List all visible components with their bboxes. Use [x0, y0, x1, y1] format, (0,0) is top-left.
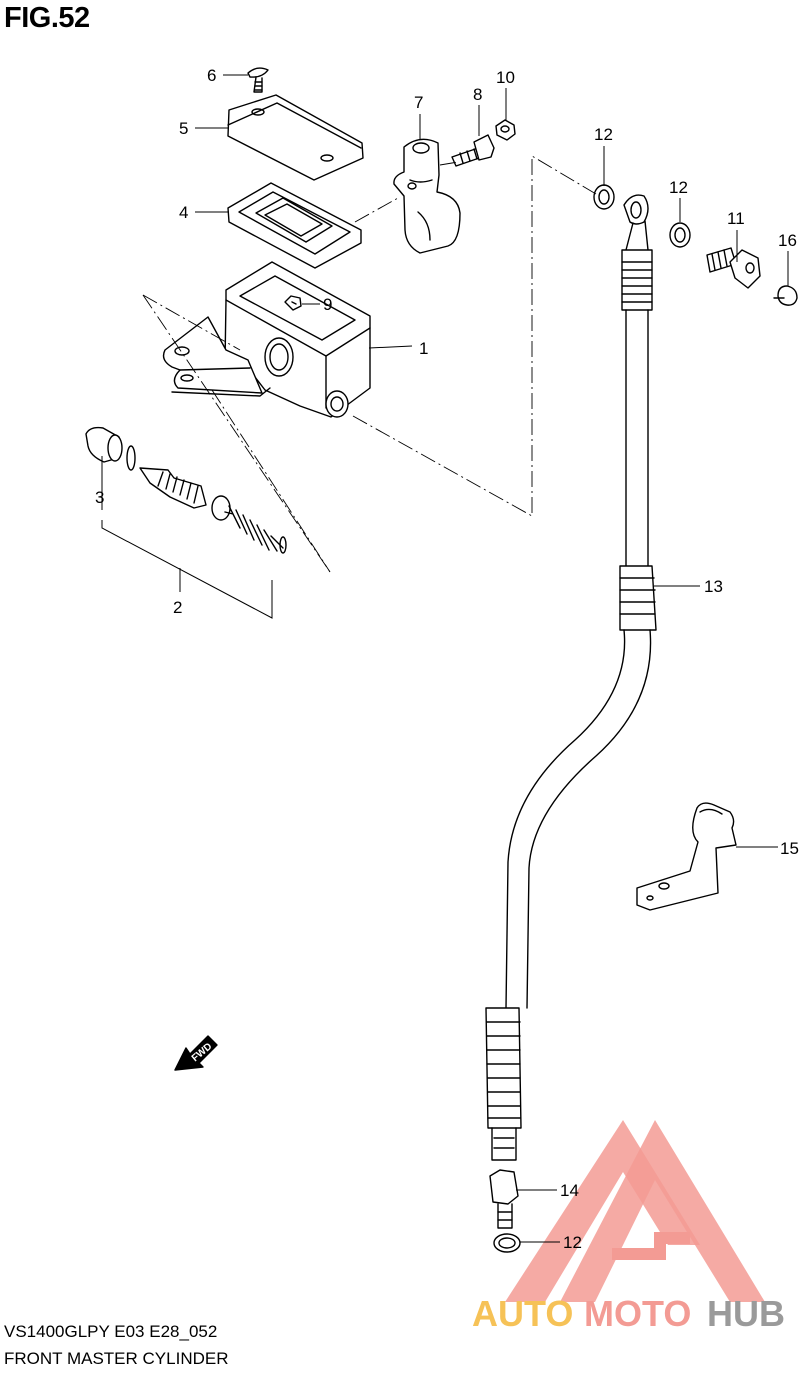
part-number-12-lower: 12 — [563, 1233, 582, 1252]
washer-part-12-right-inner — [674, 227, 686, 243]
assembly-line-e — [354, 197, 399, 223]
watermark-text-hub: HUB — [707, 1293, 785, 1334]
washer-part-12-lower-inner — [498, 1237, 516, 1249]
part-number-8: 8 — [473, 85, 482, 104]
part-number-1: 1 — [419, 339, 428, 358]
part-number-9: 9 — [323, 295, 332, 314]
part-number-5: 5 — [179, 119, 188, 138]
watermark-logo — [505, 1120, 765, 1302]
assembly-line-f — [439, 161, 459, 166]
part-number-12-upper: 12 — [594, 125, 613, 144]
banjo-bolt-part-11 — [706, 247, 761, 289]
assembly-line-a — [142, 294, 331, 573]
section-name: FRONT MASTER CYLINDER — [4, 1349, 229, 1368]
part-number-14: 14 — [560, 1181, 579, 1200]
watermark-text-moto: MOTO — [584, 1293, 691, 1334]
piston-assembly-part-2 — [139, 467, 287, 554]
part-number-11: 11 — [727, 209, 745, 228]
nut-part-10 — [495, 119, 516, 141]
bolt-part-8 — [451, 134, 495, 167]
part-number-10: 10 — [496, 68, 515, 87]
part-number-3: 3 — [95, 488, 104, 507]
lever-bracket-part-7 — [393, 138, 461, 254]
reservoir-cap-part-5 — [227, 94, 364, 181]
clamp-bracket-part-15 — [636, 802, 737, 911]
part-number-2: 2 — [173, 598, 182, 617]
part-number-4: 4 — [179, 203, 188, 222]
brake-hose-part-13 — [485, 194, 657, 1161]
fwd-arrow-icon — [174, 1035, 218, 1071]
part-number-12-right: 12 — [669, 178, 688, 197]
part-number-6: 6 — [207, 66, 216, 85]
leader-line-1 — [368, 345, 413, 349]
piston-boot-part-3 — [85, 426, 136, 471]
part-number-16: 16 — [778, 231, 797, 250]
figure-label: FIG.52 — [4, 2, 90, 34]
assembly-line-c — [142, 294, 241, 351]
washer-part-12-upper — [593, 184, 615, 210]
screw-part-6 — [247, 67, 269, 93]
bleeder-cap-part-16 — [773, 285, 798, 306]
watermark-text-auto: AUTO — [472, 1293, 573, 1334]
washer-part-12-upper-inner — [598, 189, 610, 205]
model-code: VS1400GLPY E03 E28_052 — [4, 1322, 218, 1341]
bolt-part-9 — [284, 295, 302, 311]
union-fitting-part-14 — [489, 1169, 519, 1229]
part-number-15: 15 — [780, 839, 799, 858]
washer-part-12-right — [669, 222, 691, 248]
master-cylinder-body-part-1 — [162, 261, 371, 418]
assembly-line-b — [211, 389, 331, 573]
washer-part-12-lower — [493, 1233, 521, 1253]
part-number-13: 13 — [704, 577, 723, 596]
bracket-line-2 — [101, 520, 273, 619]
assembly-line-d — [352, 155, 597, 517]
part-number-7: 7 — [414, 93, 423, 112]
diaphragm-part-4 — [227, 182, 362, 269]
